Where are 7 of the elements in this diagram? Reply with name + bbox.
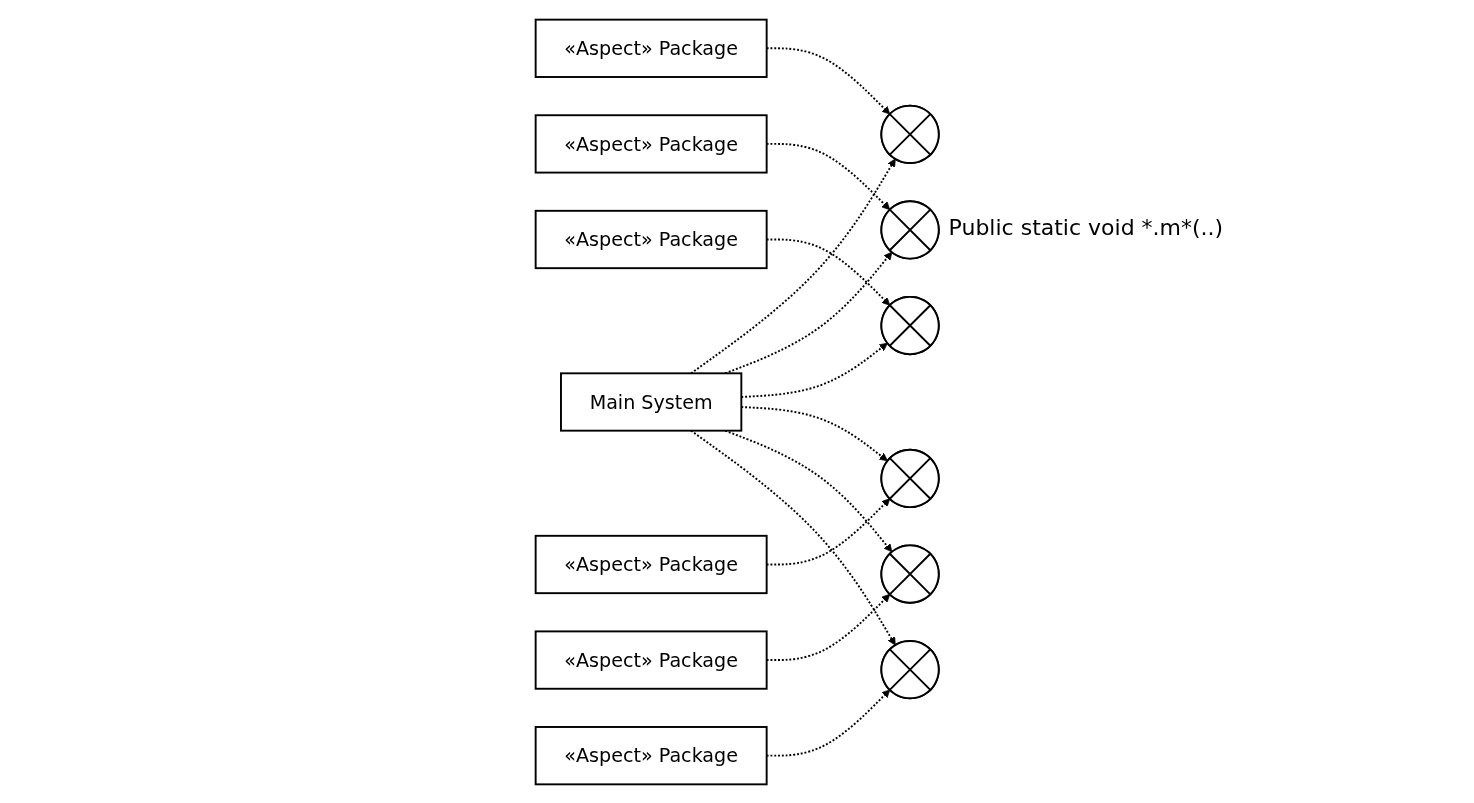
node-box: Main System xyxy=(559,371,743,432)
node-box: «Aspect» Package xyxy=(534,629,768,690)
node-box: «Aspect» Package xyxy=(534,18,768,78)
node-box: «Aspect» Package xyxy=(534,725,768,785)
node-box: «Aspect» Package xyxy=(534,209,768,269)
node-box: «Aspect» Package xyxy=(534,113,768,174)
node-box: «Aspect» Package xyxy=(534,534,768,594)
